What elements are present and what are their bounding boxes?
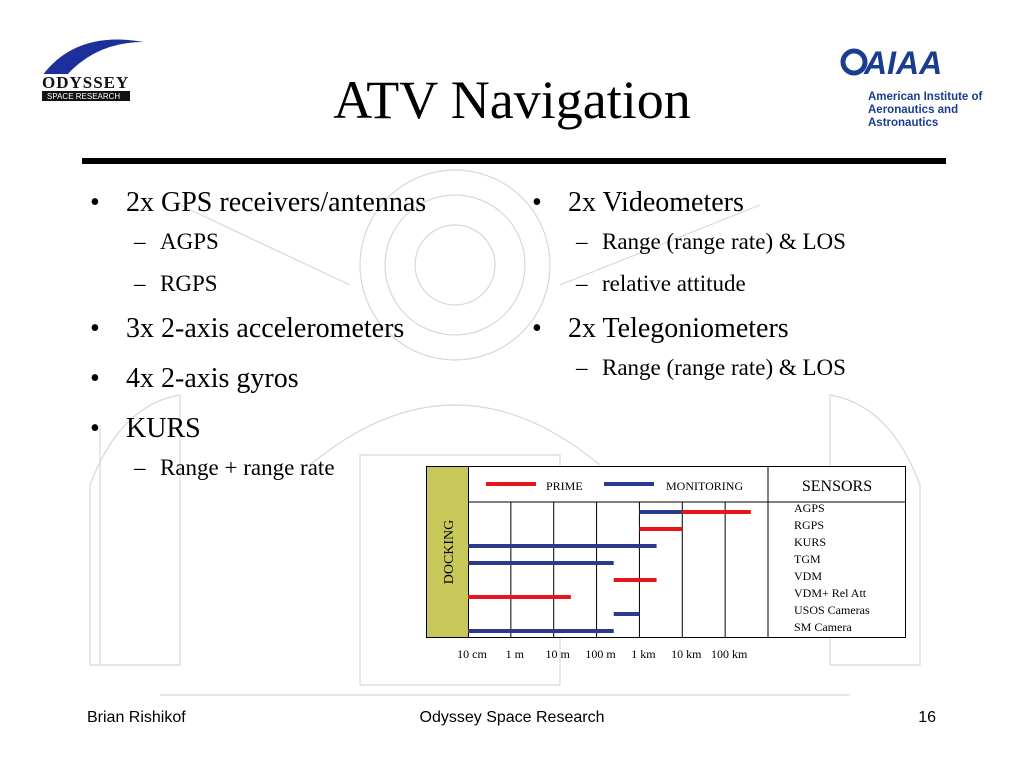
x-tick-label: 100 km (711, 647, 748, 661)
bullet-text: 2x GPS receivers/antennas (126, 187, 427, 218)
sub-bullets: –Range (range rate) & LOS (568, 354, 846, 382)
x-tick-label: 10 cm (457, 647, 487, 661)
sub-bullet: –Range + range rate (134, 455, 335, 480)
footer-organization: Odyssey Space Research (419, 709, 605, 726)
footer-author: Brian Rishikof (87, 709, 186, 726)
title-divider (82, 158, 946, 164)
sub-bullet-text: relative attitude (602, 271, 746, 296)
sub-bullet-text: AGPS (160, 229, 219, 254)
sub-bullet: –AGPS (134, 229, 219, 254)
sub-bullet: –relative attitude (576, 271, 746, 296)
bullet-text: 3x 2-axis accelerometers (126, 313, 405, 344)
bullet: •4x 2-axis gyros (90, 363, 299, 394)
bullet: •2x GPS receivers/antennas (90, 187, 427, 218)
bullet: •2x Videometers (532, 187, 744, 218)
footer-page-number: 16 (918, 709, 936, 726)
sensor-name: TGM (794, 552, 821, 566)
x-tick-label: 10 km (671, 647, 702, 661)
right-bullet-column: •2x Videometers –Range (range rate) & LO… (532, 186, 846, 396)
sensor-name: RGPS (794, 518, 824, 532)
x-tick-label: 1 km (631, 647, 656, 661)
x-tick-label: 100 m (585, 647, 616, 661)
aiaa-mark: AIAA (840, 45, 942, 81)
sensor-name: VDM+ Rel Att (794, 586, 867, 600)
sub-bullet-text: Range + range rate (160, 455, 335, 480)
sub-bullet-text: RGPS (160, 271, 218, 296)
bullet: •2x Telegoniometers (532, 313, 789, 344)
docking-label: DOCKING (442, 520, 457, 585)
left-bullet-column: •2x GPS receivers/antennas –AGPS –RGPS •… (90, 186, 426, 496)
sub-bullet: –Range (range rate) & LOS (576, 355, 846, 380)
chart-frame (426, 466, 906, 638)
x-tick-label: 10 m (546, 647, 571, 661)
sensor-name: SM Camera (794, 620, 852, 634)
sub-bullet-text: Range (range rate) & LOS (602, 229, 846, 254)
sub-bullets: –Range (range rate) & LOS –relative atti… (568, 228, 846, 298)
aiaa-name-line1: American Institute of (868, 91, 983, 103)
sensor-name: KURS (794, 535, 826, 549)
sensor-name: VDM (794, 569, 822, 583)
bullet-text: 2x Telegoniometers (568, 313, 789, 344)
aiaa-name-line2: Aeronautics and Astronautics (868, 104, 959, 129)
legend-label-monitoring: MONITORING (666, 479, 743, 493)
bullet-text: KURS (126, 413, 201, 444)
sub-bullet-text: Range (range rate) & LOS (602, 355, 846, 380)
bullet: •3x 2-axis accelerometers (90, 313, 405, 344)
aiaa-logo: AIAA American Institute of Aeronautics a… (838, 40, 1018, 129)
svg-text:SPACE RESEARCH: SPACE RESEARCH (47, 92, 120, 101)
bullet-text: 2x Videometers (568, 187, 744, 218)
odyssey-logo: ODYSSEY SPACE RESEARCH (40, 39, 144, 101)
sensors-header: SENSORS (802, 478, 872, 495)
svg-text:ODYSSEY: ODYSSEY (42, 73, 129, 92)
legend-label-prime: PRIME (546, 479, 583, 493)
svg-text:AIAA: AIAA (863, 45, 942, 80)
sensor-range-chart: DOCKING PRIME MONITORING SENSORS AGPS RGPS KUR… (426, 466, 906, 661)
sensor-name: AGPS (794, 501, 825, 515)
sub-bullets: –Range + range rate (126, 454, 426, 482)
sub-bullets: –AGPS –RGPS (126, 228, 426, 298)
sub-bullet: –RGPS (134, 271, 218, 296)
sub-bullet: –Range (range rate) & LOS (576, 229, 846, 254)
sensor-name: USOS Cameras (794, 603, 870, 617)
bullet-text: 4x 2-axis gyros (126, 363, 299, 394)
x-tick-label: 1 m (506, 647, 525, 661)
docking-phase-band (426, 466, 469, 638)
bullet: •KURS (90, 413, 201, 444)
slide-title: ATV Navigation (333, 70, 691, 130)
